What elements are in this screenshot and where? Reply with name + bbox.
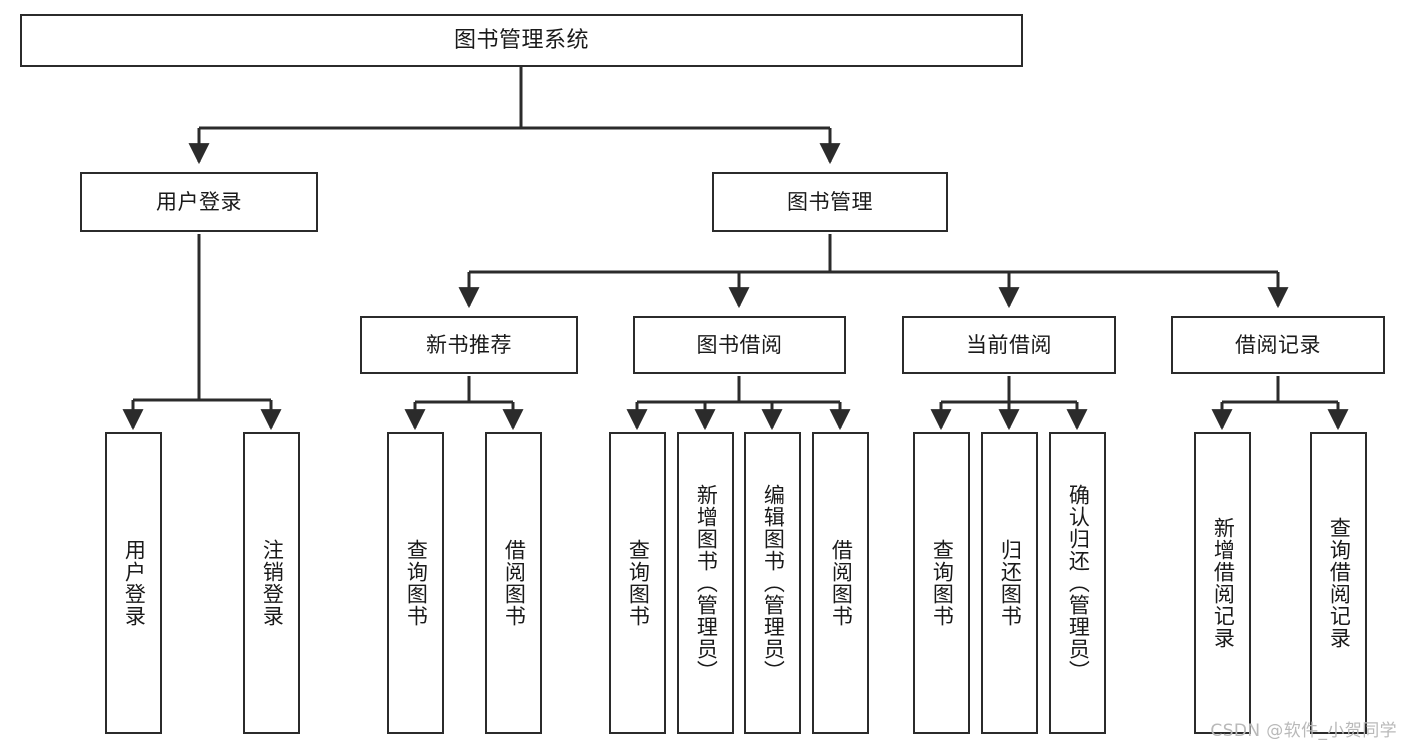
leaf-confirm-return-label: 确认归还（管理员）: [1066, 484, 1091, 682]
node-user-login[interactable]: 用户登录: [80, 172, 318, 232]
node-user-login-label: 用户登录: [156, 189, 242, 214]
node-current-borrow[interactable]: 当前借阅: [902, 316, 1116, 374]
leaf-confirm-return[interactable]: 确认归还（管理员）: [1049, 432, 1106, 734]
leaf-borrow-book-2[interactable]: 借阅图书: [812, 432, 869, 734]
node-new-book-recommend[interactable]: 新书推荐: [360, 316, 578, 374]
leaf-user-login[interactable]: 用户登录: [105, 432, 162, 734]
leaf-add-record-label: 新增借阅记录: [1211, 517, 1236, 649]
leaf-edit-book-label: 编辑图书（管理员）: [761, 484, 786, 682]
node-root[interactable]: 图书管理系统: [20, 14, 1023, 67]
leaf-return-book-label: 归还图书: [998, 539, 1023, 627]
leaf-borrow-book-2-label: 借阅图书: [829, 539, 854, 627]
node-root-label: 图书管理系统: [453, 27, 589, 53]
node-book-management-label: 图书管理: [787, 189, 873, 214]
node-borrow-record-label: 借阅记录: [1235, 332, 1321, 357]
leaf-add-book-label: 新增图书（管理员）: [694, 484, 719, 682]
leaf-query-book-2-label: 查询图书: [626, 539, 651, 627]
leaf-edit-book[interactable]: 编辑图书（管理员）: [744, 432, 801, 734]
node-book-borrow-label: 图书借阅: [696, 332, 783, 357]
node-new-book-recommend-label: 新书推荐: [426, 332, 512, 357]
leaf-user-login-label: 用户登录: [122, 539, 147, 627]
leaf-borrow-book-1-label: 借阅图书: [502, 539, 527, 627]
leaf-query-book-1-label: 查询图书: [404, 539, 429, 627]
leaf-query-record[interactable]: 查询借阅记录: [1310, 432, 1367, 734]
node-borrow-record[interactable]: 借阅记录: [1171, 316, 1385, 374]
leaf-query-book-2[interactable]: 查询图书: [609, 432, 666, 734]
leaf-query-book-1[interactable]: 查询图书: [387, 432, 444, 734]
leaf-add-record[interactable]: 新增借阅记录: [1194, 432, 1251, 734]
leaf-query-book-3-label: 查询图书: [930, 539, 955, 627]
leaf-return-book[interactable]: 归还图书: [981, 432, 1038, 734]
leaf-query-record-label: 查询借阅记录: [1327, 517, 1352, 649]
leaf-query-book-3[interactable]: 查询图书: [913, 432, 970, 734]
leaf-add-book[interactable]: 新增图书（管理员）: [677, 432, 734, 734]
watermark: CSDN @软件_小贺同学: [1210, 721, 1397, 741]
node-book-borrow[interactable]: 图书借阅: [633, 316, 846, 374]
leaf-borrow-book-1[interactable]: 借阅图书: [485, 432, 542, 734]
node-book-management[interactable]: 图书管理: [712, 172, 948, 232]
leaf-logout-label: 注销登录: [260, 539, 285, 627]
node-current-borrow-label: 当前借阅: [966, 332, 1052, 357]
leaf-logout[interactable]: 注销登录: [243, 432, 300, 734]
